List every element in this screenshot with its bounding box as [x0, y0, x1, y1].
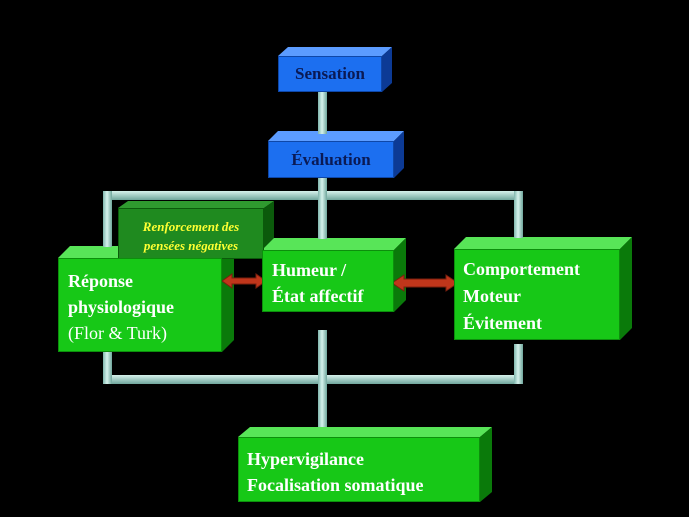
- reponse-box: Réponse physiologique (Flor & Turk): [58, 258, 222, 352]
- double-arrow-left: [221, 273, 267, 289]
- renforcement-line-2: pensées négatives: [143, 238, 239, 253]
- pipe-top-left-drop: [103, 191, 112, 247]
- hypervigilance-line-1: Hypervigilance: [247, 449, 364, 469]
- humeur-line-1: Humeur /: [272, 260, 347, 280]
- pipe-evaluation-down: [318, 178, 327, 194]
- comportement-line-2: Moteur: [463, 286, 521, 306]
- evaluation-box: Évaluation: [268, 141, 394, 178]
- pipe-sensation-evaluation: [318, 92, 327, 134]
- pipe-bottom-left-rise: [103, 352, 112, 384]
- reponse-line-1: Réponse: [68, 271, 134, 291]
- sensation-box: Sensation: [278, 56, 382, 92]
- pipe-bottom-center-rise: [318, 330, 327, 384]
- renforcement-box: Renforcement des pensées négatives: [118, 208, 264, 259]
- pipe-top-right-drop: [514, 191, 523, 238]
- reponse-line-2: physiologique: [68, 297, 175, 317]
- comportement-line-1: Comportement: [463, 259, 580, 279]
- evaluation-label: Évaluation: [291, 149, 371, 169]
- humeur-box: Humeur / État affectif: [262, 250, 394, 312]
- comportement-box: Comportement Moteur Évitement: [454, 249, 620, 340]
- pipe-to-hypervigilance: [318, 384, 327, 427]
- sensation-label: Sensation: [295, 64, 365, 83]
- humeur-line-2: État affectif: [272, 286, 364, 306]
- pipe-top-horizontal: [103, 191, 523, 200]
- connector-pipes: [103, 92, 523, 427]
- hypervigilance-line-2: Focalisation somatique: [247, 475, 424, 495]
- reponse-line-3: (Flor & Turk): [68, 323, 168, 343]
- pipe-bottom-horizontal: [103, 375, 523, 384]
- pipe-top-center-drop: [318, 191, 327, 239]
- double-arrow-right: [391, 274, 459, 292]
- comportement-line-3: Évitement: [463, 313, 542, 333]
- pipe-bottom-right-rise: [514, 344, 523, 384]
- hypervigilance-box: Hypervigilance Focalisation somatique: [238, 437, 480, 502]
- renforcement-line-1: Renforcement des: [142, 219, 240, 234]
